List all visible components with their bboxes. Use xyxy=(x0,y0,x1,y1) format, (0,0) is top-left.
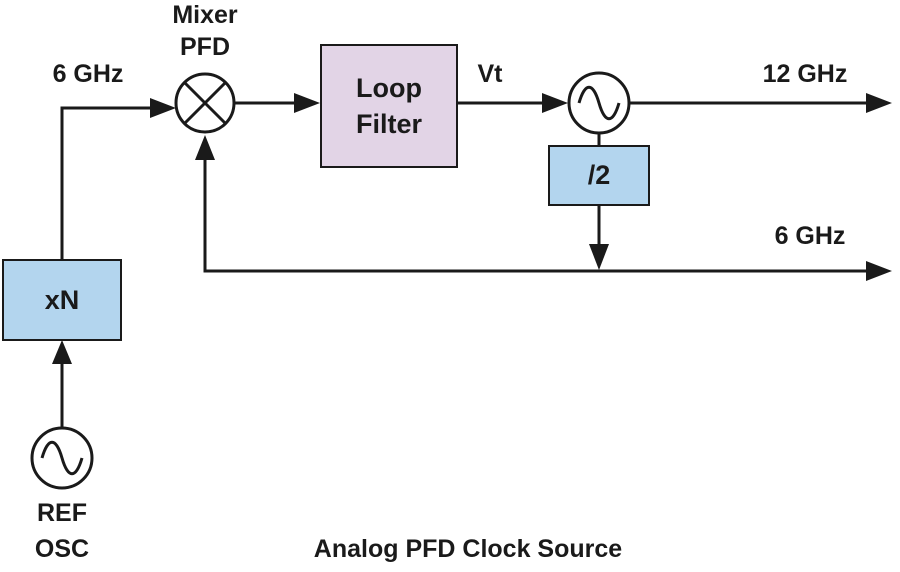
output-12ghz-label: 12 GHz xyxy=(763,60,848,88)
output-6ghz-arrowhead xyxy=(866,261,892,281)
multiplier-label: xN xyxy=(45,285,80,315)
ref-to-xn-arrowhead xyxy=(52,340,72,364)
multiplier-block xyxy=(2,259,122,341)
input-frequency-label: 6 GHz xyxy=(53,60,124,88)
osc-label: OSC xyxy=(35,535,89,563)
ref-label: REF xyxy=(37,499,87,527)
feedback-bus-wire xyxy=(203,160,866,273)
pfd-label: PFD xyxy=(180,33,230,61)
xn-to-mixer-arrowhead xyxy=(150,98,176,118)
loop-filter-label-line1: Loop xyxy=(356,73,422,103)
mixer-label: Mixer xyxy=(172,1,238,29)
tuning-voltage-label: Vt xyxy=(478,60,504,88)
filter-to-vco-arrowhead xyxy=(542,93,568,113)
mixer-to-filter-arrowhead xyxy=(294,93,320,113)
divider-to-bus-arrowhead xyxy=(589,244,609,270)
loop-filter-label-line2: Filter xyxy=(356,109,423,139)
output-6ghz-label: 6 GHz xyxy=(775,222,846,250)
loop-filter-block xyxy=(320,44,458,168)
mixer-x-circle-icon xyxy=(174,72,236,134)
ref-oscillator-icon xyxy=(30,426,94,490)
xn-to-mixer-wire xyxy=(60,106,150,260)
output-12ghz-arrowhead xyxy=(866,93,892,113)
sine-oscillator-icon xyxy=(567,71,631,135)
divider-label: /2 xyxy=(588,160,611,190)
diagram-caption: Analog PFD Clock Source xyxy=(314,535,622,563)
divider-block xyxy=(548,145,650,206)
feedback-to-mixer-arrowhead xyxy=(195,135,215,160)
